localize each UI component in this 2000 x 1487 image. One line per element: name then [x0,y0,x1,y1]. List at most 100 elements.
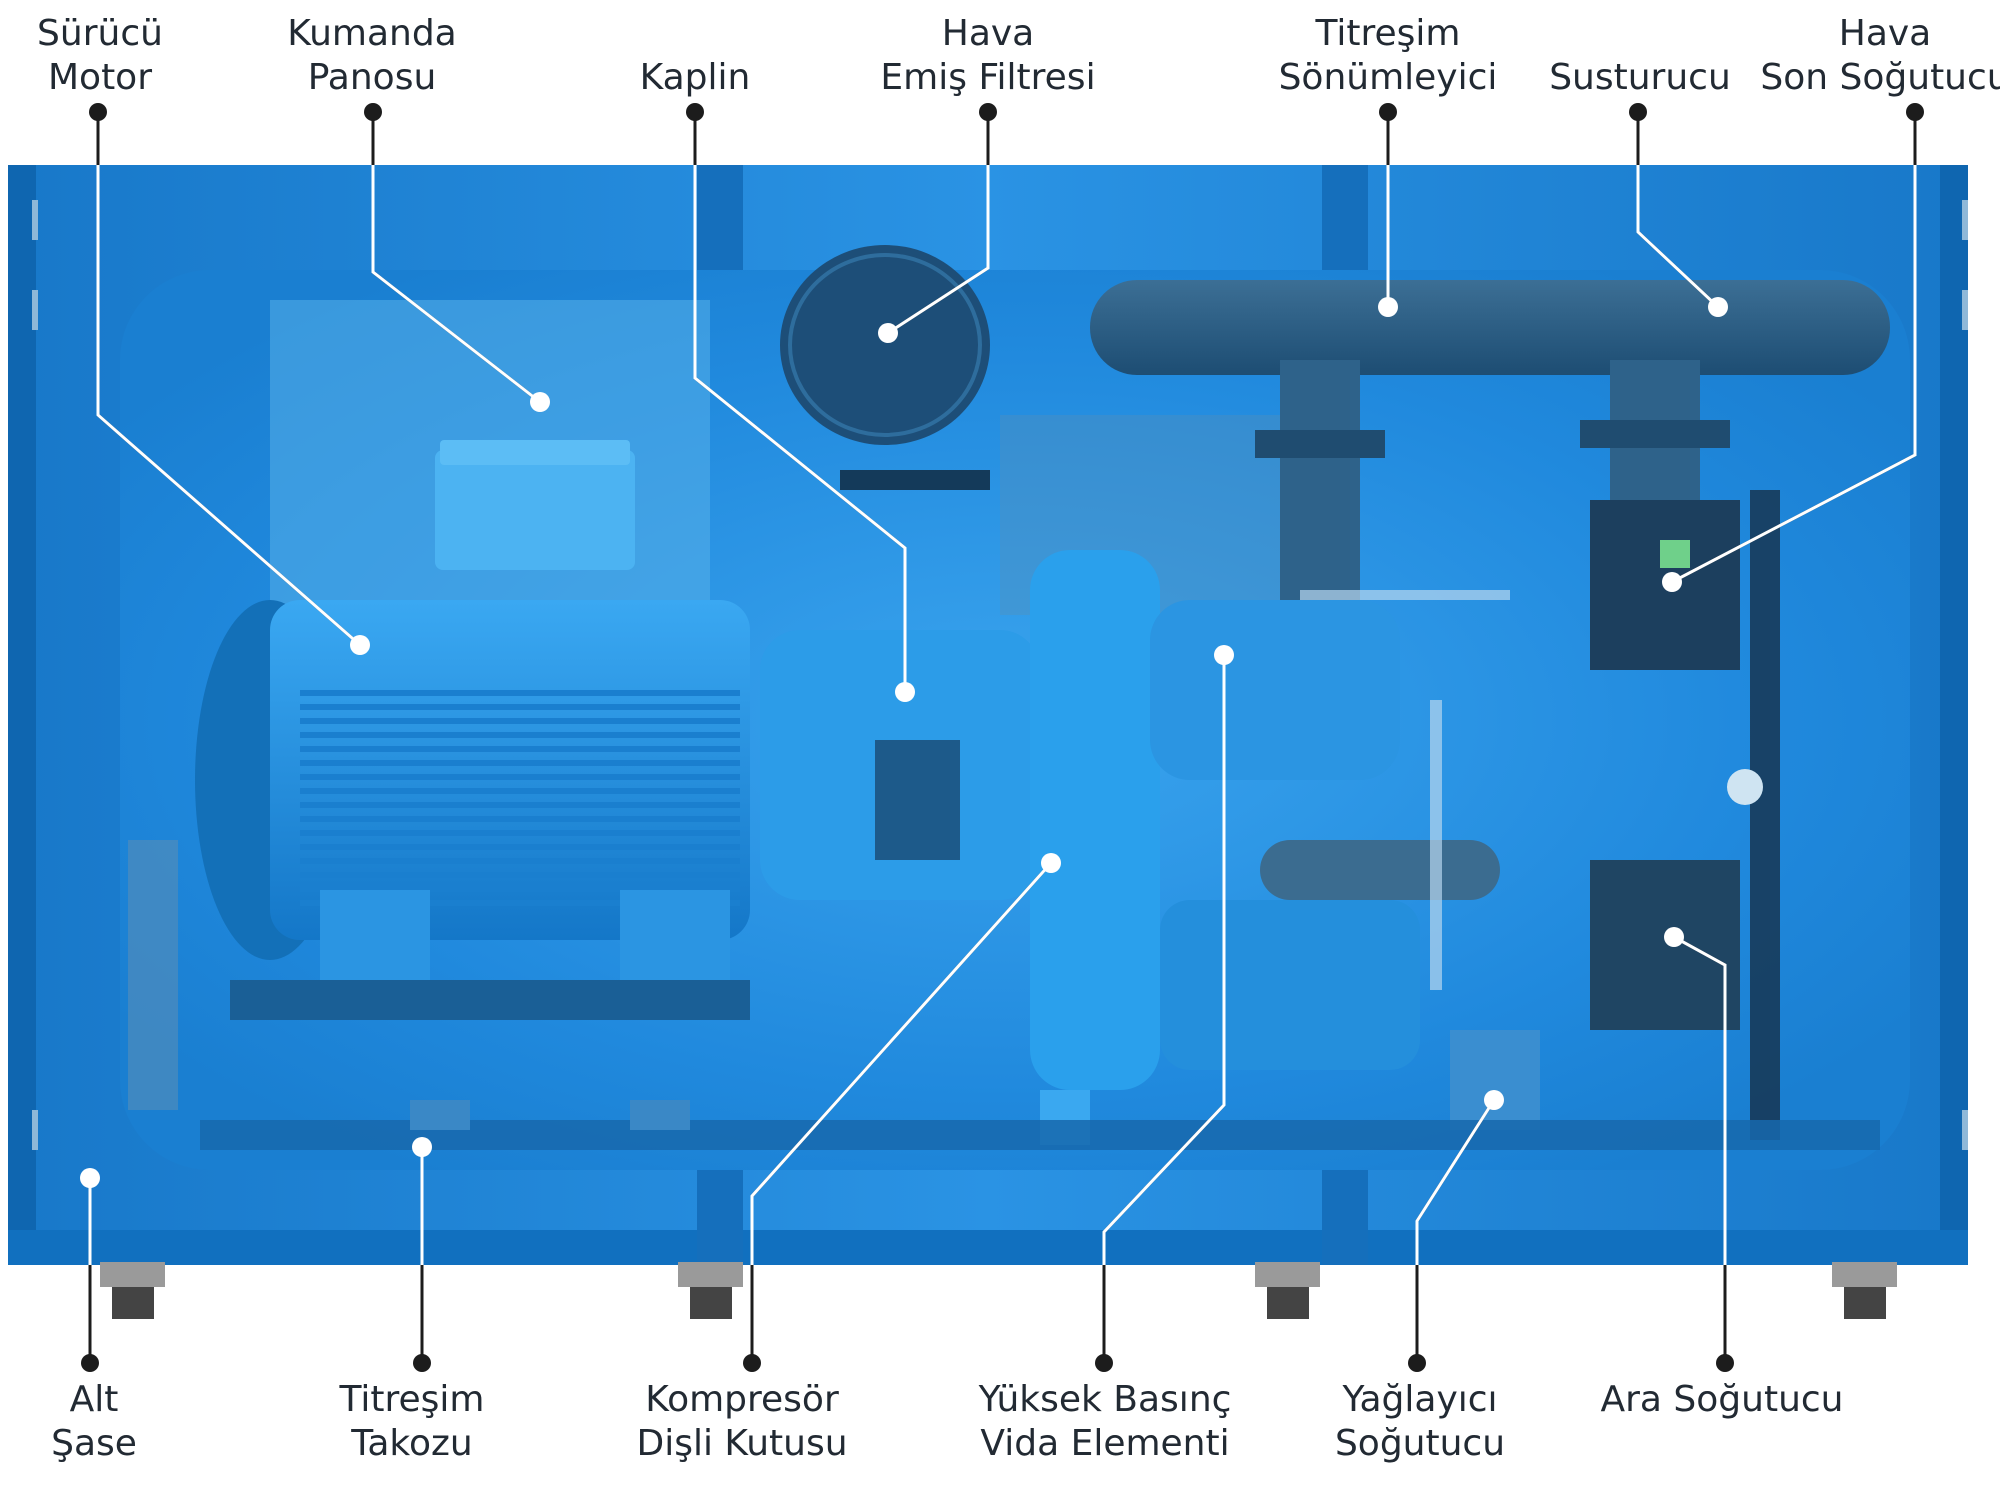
leader-line-white [750,861,1053,1265]
leader-line-white [1636,165,1720,309]
vertical-pipe-1 [1280,360,1360,600]
motor-fin [300,886,740,892]
callout-alt-sase [80,1168,100,1372]
callout-surucu-motor [89,103,370,655]
anchor-dot [743,1354,761,1372]
pipework [1090,280,1890,990]
leader-line-white [1415,1099,1496,1265]
filter-bracket [840,470,990,490]
foot-1 [100,1262,165,1319]
target-dot [1664,927,1684,947]
anchor-dot [1095,1354,1113,1372]
target-dot [1484,1090,1504,1110]
callout-titresim-sonumleyici [1378,103,1398,317]
motor-fin [300,718,740,724]
target-dot [80,1168,100,1188]
hinge-right-2 [1962,290,1968,330]
anchor-dot [1408,1354,1426,1372]
callout-hava-son-sogutucu [1662,103,1924,592]
leader-line-white [693,165,907,692]
target-dot [1378,297,1398,317]
anchor-dot [1379,103,1397,121]
small-pipe-2 [1430,700,1442,990]
motor-foot-right [620,890,730,990]
label-susturucu: Susturucu [1549,57,1731,98]
motor-fin [300,760,740,766]
air-intake-filter-shape [780,245,990,490]
callout-yuksek-basinc-vida-elementi [1095,645,1234,1372]
label-kaplin: Kaplin [639,57,751,98]
leader-line-white [887,165,990,335]
leader-line-white [96,165,361,647]
callout-yaglayici-sogutucu [1408,1090,1504,1372]
coolers [1450,490,1780,1140]
motor-fin [300,858,740,864]
target-dot [412,1137,432,1157]
flange-2 [1580,420,1730,448]
motor-fin [300,816,740,822]
gearbox-body [1030,550,1160,1090]
leader-line-white [1673,935,1727,1265]
callout-ara-sogutucu [1664,927,1734,1372]
label-ara-sogutucu: Ara Soğutucu [1600,1379,1844,1420]
motor-fin [300,774,740,780]
anchor-dot [979,103,997,121]
foot-2 [678,1262,743,1319]
base-frame-rail [200,1120,1880,1150]
target-dot [1708,297,1728,317]
gearbox [760,550,1420,1145]
aftercooler-indicator [1660,540,1690,568]
discharge-pipe [1260,840,1500,900]
intercooler-block [1590,860,1740,1030]
vent-grille [128,840,178,1110]
motor-fin [300,844,740,850]
pressure-gauge [1727,769,1763,805]
hinge-left-1 [32,200,38,240]
target-dot [1662,572,1682,592]
leader-line-white [1102,655,1226,1265]
anchor-dot [81,1354,99,1372]
anchor-dot [1906,103,1924,121]
hinge-left-2 [32,290,38,330]
small-pipe-1 [1300,590,1510,600]
motor-base [230,980,750,1020]
callout-susturucu [1629,103,1728,317]
anchor-dot [89,103,107,121]
base-frame [200,1100,1880,1150]
cabinet-edge-right [1940,165,1968,1265]
motor-fin [300,690,740,696]
target-dot [878,323,898,343]
flange-1 [1255,430,1385,458]
motor-fin [300,900,740,906]
cabinet-bottom-rail [8,1230,1968,1265]
motor-fin [300,732,740,738]
foot-3 [1255,1262,1320,1319]
target-dot [350,635,370,655]
hinge-right-3 [1962,1110,1968,1150]
callout-kaplin [686,103,915,702]
coupling-vent [875,740,960,860]
target-dot [1214,645,1234,665]
foot-4 [1832,1262,1897,1319]
motor-fin [300,802,740,808]
hinge-left-3 [32,1110,38,1150]
callout-kumanda-panosu [364,103,550,412]
leader-line-white [371,165,541,404]
drive-motor [195,440,750,1020]
motor-terminal-box [435,450,635,570]
callout-kompresor-disli-kutusu [743,853,1061,1372]
motor-foot-left [320,890,430,990]
target-dot [1041,853,1061,873]
motor-fin [300,704,740,710]
callout-hava-emis-filtresi [878,103,997,343]
cabinet-feet [100,1262,1897,1319]
callout-titresim-takozu [412,1137,432,1372]
